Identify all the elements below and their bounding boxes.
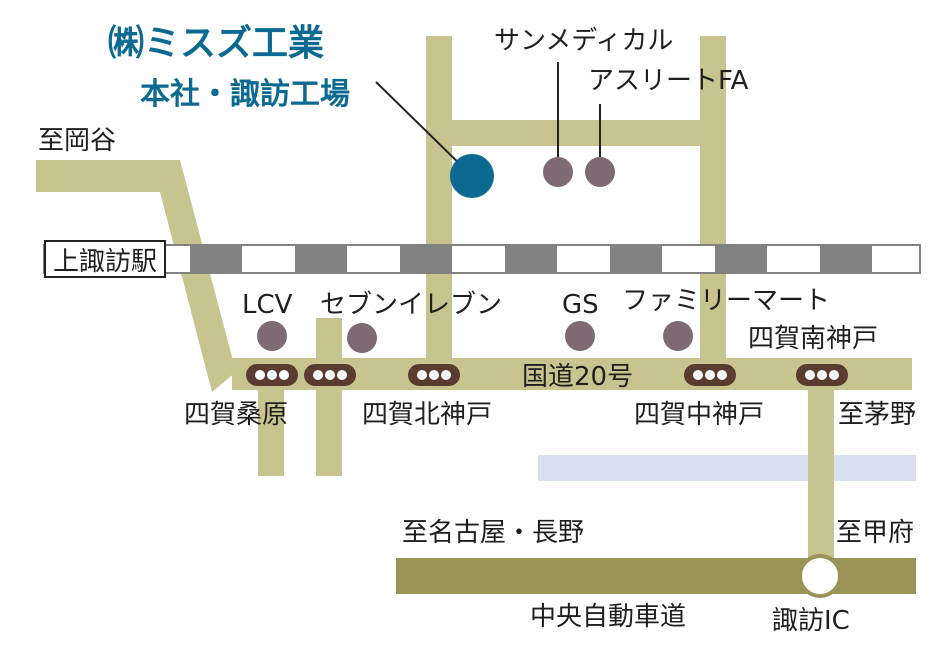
label-shiga-kitagoto: 四賀北神戸 [362,400,493,430]
traffic-signals [246,364,848,386]
seven-eleven-marker [347,323,377,353]
company-subtitle: 本社・諏訪工場 [140,77,350,112]
family-mart-marker [663,321,693,351]
leader-lines [375,62,601,175]
label-to-nagoya: 至名古屋・長野 [402,518,585,548]
signal-icon [408,364,460,386]
local-roads [36,36,912,568]
poi-markers [257,157,693,353]
river [538,455,916,481]
label-route-20: 国道20号 [522,362,634,392]
rail-segment [400,246,452,272]
label-shiga-minamigoto: 四賀南神戸 [748,324,879,354]
label-lcv: LCV [242,290,293,320]
label-athlete-fa: アスリートFA [588,66,749,96]
label-suwa-ic: 諏訪IC [772,606,850,636]
signal-icon [246,364,298,386]
rail-segment [610,246,662,272]
rail-segment [295,246,347,272]
label-shiga-nakagoto: 四賀中神戸 [634,400,765,430]
label-chuo-expressway: 中央自動車道 [530,602,687,632]
label-shiga-kuwabara: 四賀桑原 [184,400,289,430]
station-label: 上諏訪駅 [44,240,166,278]
rail-segment [505,246,557,272]
label-gs: GS [562,290,599,320]
signal-icon [796,364,848,386]
suwa-ic-marker [798,554,842,598]
rail-segment [190,246,242,272]
label-to-kofu: 至甲府 [836,518,915,548]
sanmedical-marker [543,157,573,187]
label-family-mart: ファミリーマート [622,286,831,316]
railway-line [43,244,921,274]
lcv-marker [257,321,287,351]
company-location-marker [450,154,494,198]
athlete-fa-marker [585,157,615,187]
signal-icon [304,364,356,386]
label-seven-eleven: セブンイレブン [320,290,503,320]
label-sanmedical: サンメディカル [494,26,674,56]
label-to-okaya: 至岡谷 [38,126,117,156]
rail-segment [715,246,767,272]
company-name: ㈱ミスズ工業 [108,23,325,64]
rail-segment [820,246,872,272]
signal-icon [684,364,736,386]
label-to-chino: 至茅野 [838,400,917,430]
gs-marker [565,321,595,351]
